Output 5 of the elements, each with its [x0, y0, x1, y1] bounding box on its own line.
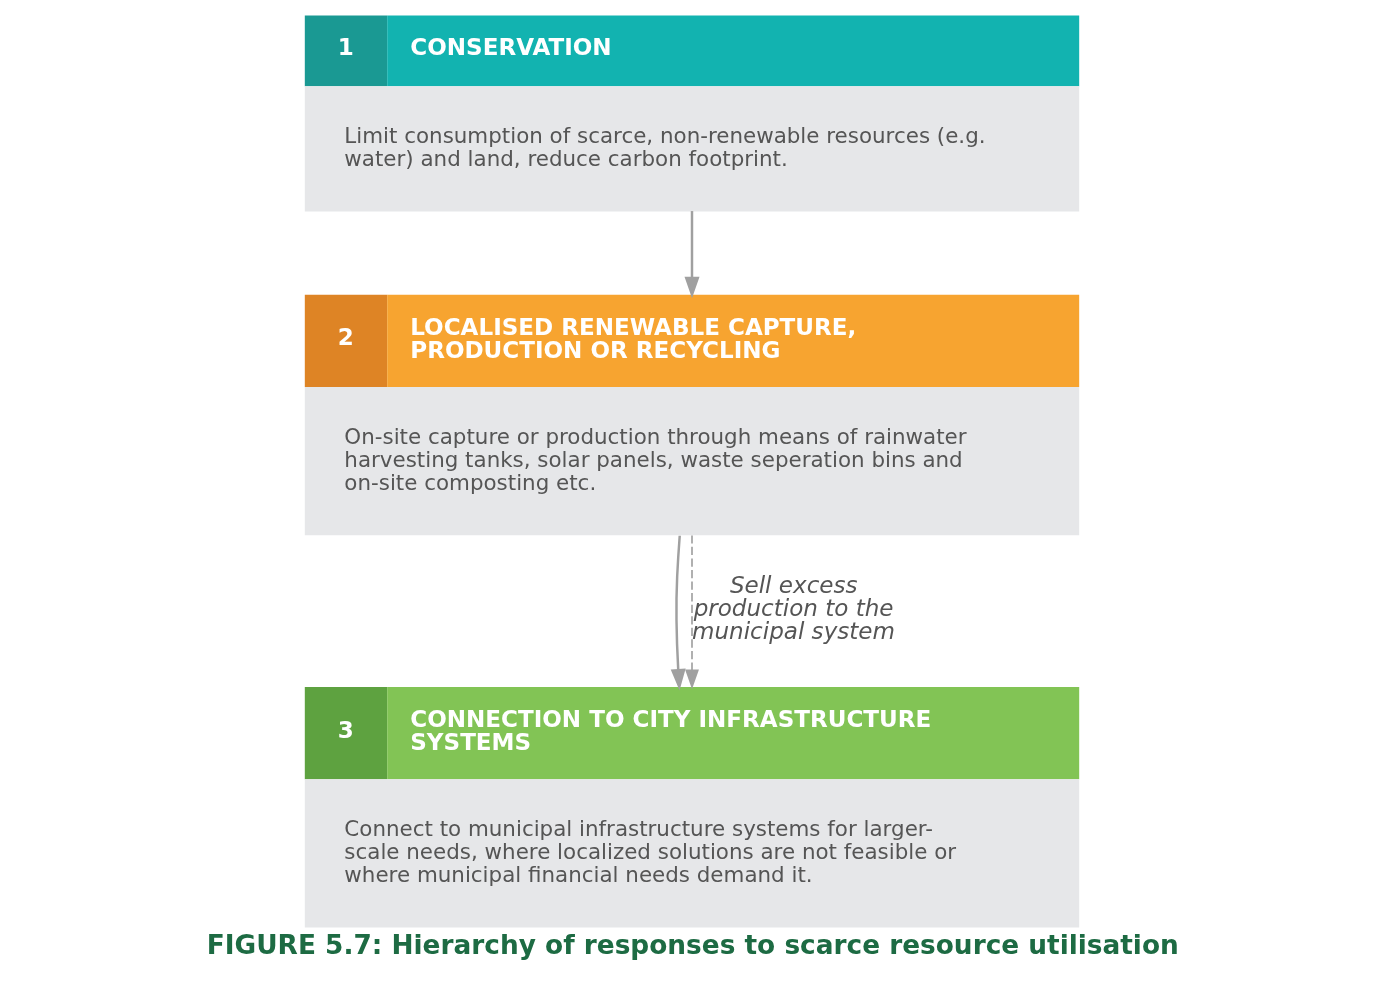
arrow: [670, 535, 686, 691]
arrow: [684, 534, 699, 690]
arrow: [684, 211, 699, 299]
edge-label: Sell excess production to the municipal system: [691, 572, 895, 645]
caption: FIGURE 5.7: Hierarchy of responses to scarce resource utilisation: [206, 929, 1179, 960]
